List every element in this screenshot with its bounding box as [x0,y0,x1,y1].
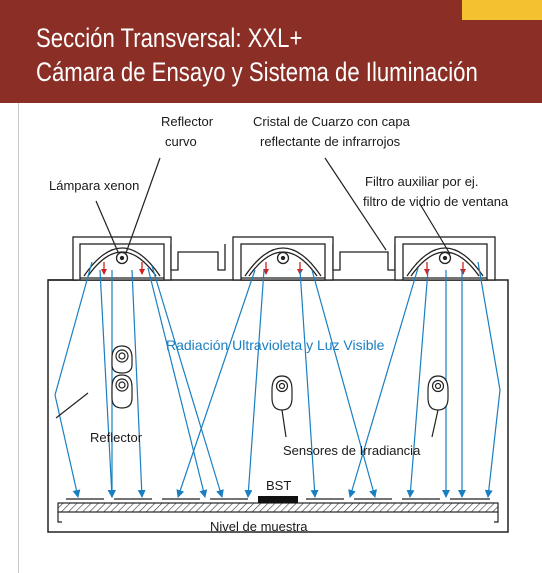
lamp-housing-right [394,236,496,281]
label-lampara: Lámpara xenon [49,178,139,193]
header-accent [462,0,542,20]
connector-right [332,244,396,271]
label-filtro-1: Filtro auxiliar por ej. [365,174,478,189]
label-radiacion: Radiación Ultravioleta y Luz Visible [166,337,385,353]
label-bst: BST [266,478,291,493]
sensor-left-bottom [111,374,133,409]
label-cristal-2: reflectante de infrarrojos [260,134,401,149]
title-line-2: Cámara de Ensayo y Sistema de Iluminació… [36,57,478,87]
lamp-housing-left [72,236,172,281]
lamp-housing-center [232,236,334,281]
irradiance-sensors [111,345,449,411]
uv-visible-rays [54,261,501,498]
header-banner: Sección Transversal: XXL+ Cámara de Ensa… [0,0,542,103]
label-reflector-curvo-2: curvo [165,134,197,149]
connector-left [170,244,226,271]
title-line-1: Sección Transversal: XXL+ [36,23,303,53]
label-cristal-1: Cristal de Cuarzo con capa [253,114,411,129]
sensor-center [271,375,293,411]
label-reflector-curvo-1: Reflector [161,114,214,129]
leader-lines [55,157,451,438]
label-sensores: Sensores de Irradiancia [283,443,421,458]
label-filtro-2: filtro de vidrio de ventana [363,194,509,209]
label-nivel-muestra: Nivel de muestra [210,519,308,534]
label-reflector: Reflector [90,430,143,445]
bst-sensor [258,496,298,503]
left-rule [18,103,19,573]
sensor-right [427,375,449,411]
sample-tray [57,496,499,523]
sensor-left-top [111,345,133,374]
